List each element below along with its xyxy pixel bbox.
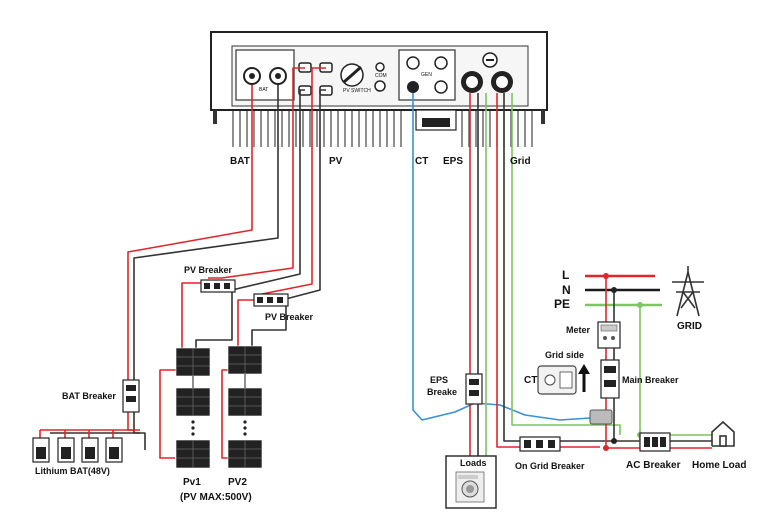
bat-breaker (122, 379, 140, 413)
grid-label: GRID (677, 321, 702, 332)
battery-icon (32, 437, 123, 463)
pylon-icon (672, 266, 704, 317)
meter-label: Meter (566, 325, 591, 335)
home-load-label: Home Load (692, 460, 747, 471)
pv-breaker-2-label: PV Breaker (265, 312, 314, 322)
grid-port-label: Grid (510, 156, 531, 167)
panel-gen-label: GEN (421, 72, 432, 78)
com-port (375, 62, 385, 72)
ac-breaker-label: AC Breaker (626, 460, 681, 471)
on-grid-breaker-label: On Grid Breaker (515, 461, 585, 471)
line-n-label: N (562, 283, 571, 297)
ct-label: CT (524, 375, 538, 386)
circuit-breaker-icon (200, 279, 289, 307)
battery-label: Lithium BAT(48V) (35, 466, 110, 476)
arrow-up-icon (578, 364, 590, 392)
eps-breaker (465, 373, 483, 405)
line-l-label: L (562, 268, 570, 282)
main-breaker-label: Main Breaker (622, 375, 679, 385)
loads-label: Loads (460, 458, 487, 468)
pv-breaker-1-label: PV Breaker (184, 265, 233, 275)
ct-clamp-icon (537, 365, 613, 425)
pv1-label: Pv1 (183, 477, 201, 488)
inverter (210, 31, 548, 147)
bat-breaker-label: BAT Breaker (62, 391, 116, 401)
pv2-label: PV2 (228, 477, 247, 488)
panel-pv-switch-label: PV SWITCH (343, 88, 371, 94)
solar-panel-icon (175, 345, 263, 469)
house-icon (711, 420, 735, 447)
bat-port-label: BAT (230, 156, 250, 167)
ac-breaker (639, 432, 671, 452)
loads-box (445, 455, 497, 509)
pv-port-label: PV (329, 156, 343, 167)
grid-side-label: Grid side (545, 350, 585, 360)
panel-bat-label: BAT (259, 87, 269, 93)
inverter-heatsink (232, 108, 533, 147)
pv-max-label: (PV MAX:500V) (180, 492, 252, 503)
eps-breaker-label-1: EPS (430, 375, 449, 385)
line-pe-label: PE (554, 297, 571, 311)
on-grid-breaker (519, 436, 561, 452)
eps-port-label: EPS (443, 156, 464, 167)
panel-com-label: COM (375, 73, 387, 79)
ct-port-label: CT (415, 156, 429, 167)
main-breaker (600, 359, 620, 399)
meter-icon (597, 321, 621, 349)
wires (39, 67, 712, 459)
eps-breaker-label-2: Breake (427, 387, 458, 397)
